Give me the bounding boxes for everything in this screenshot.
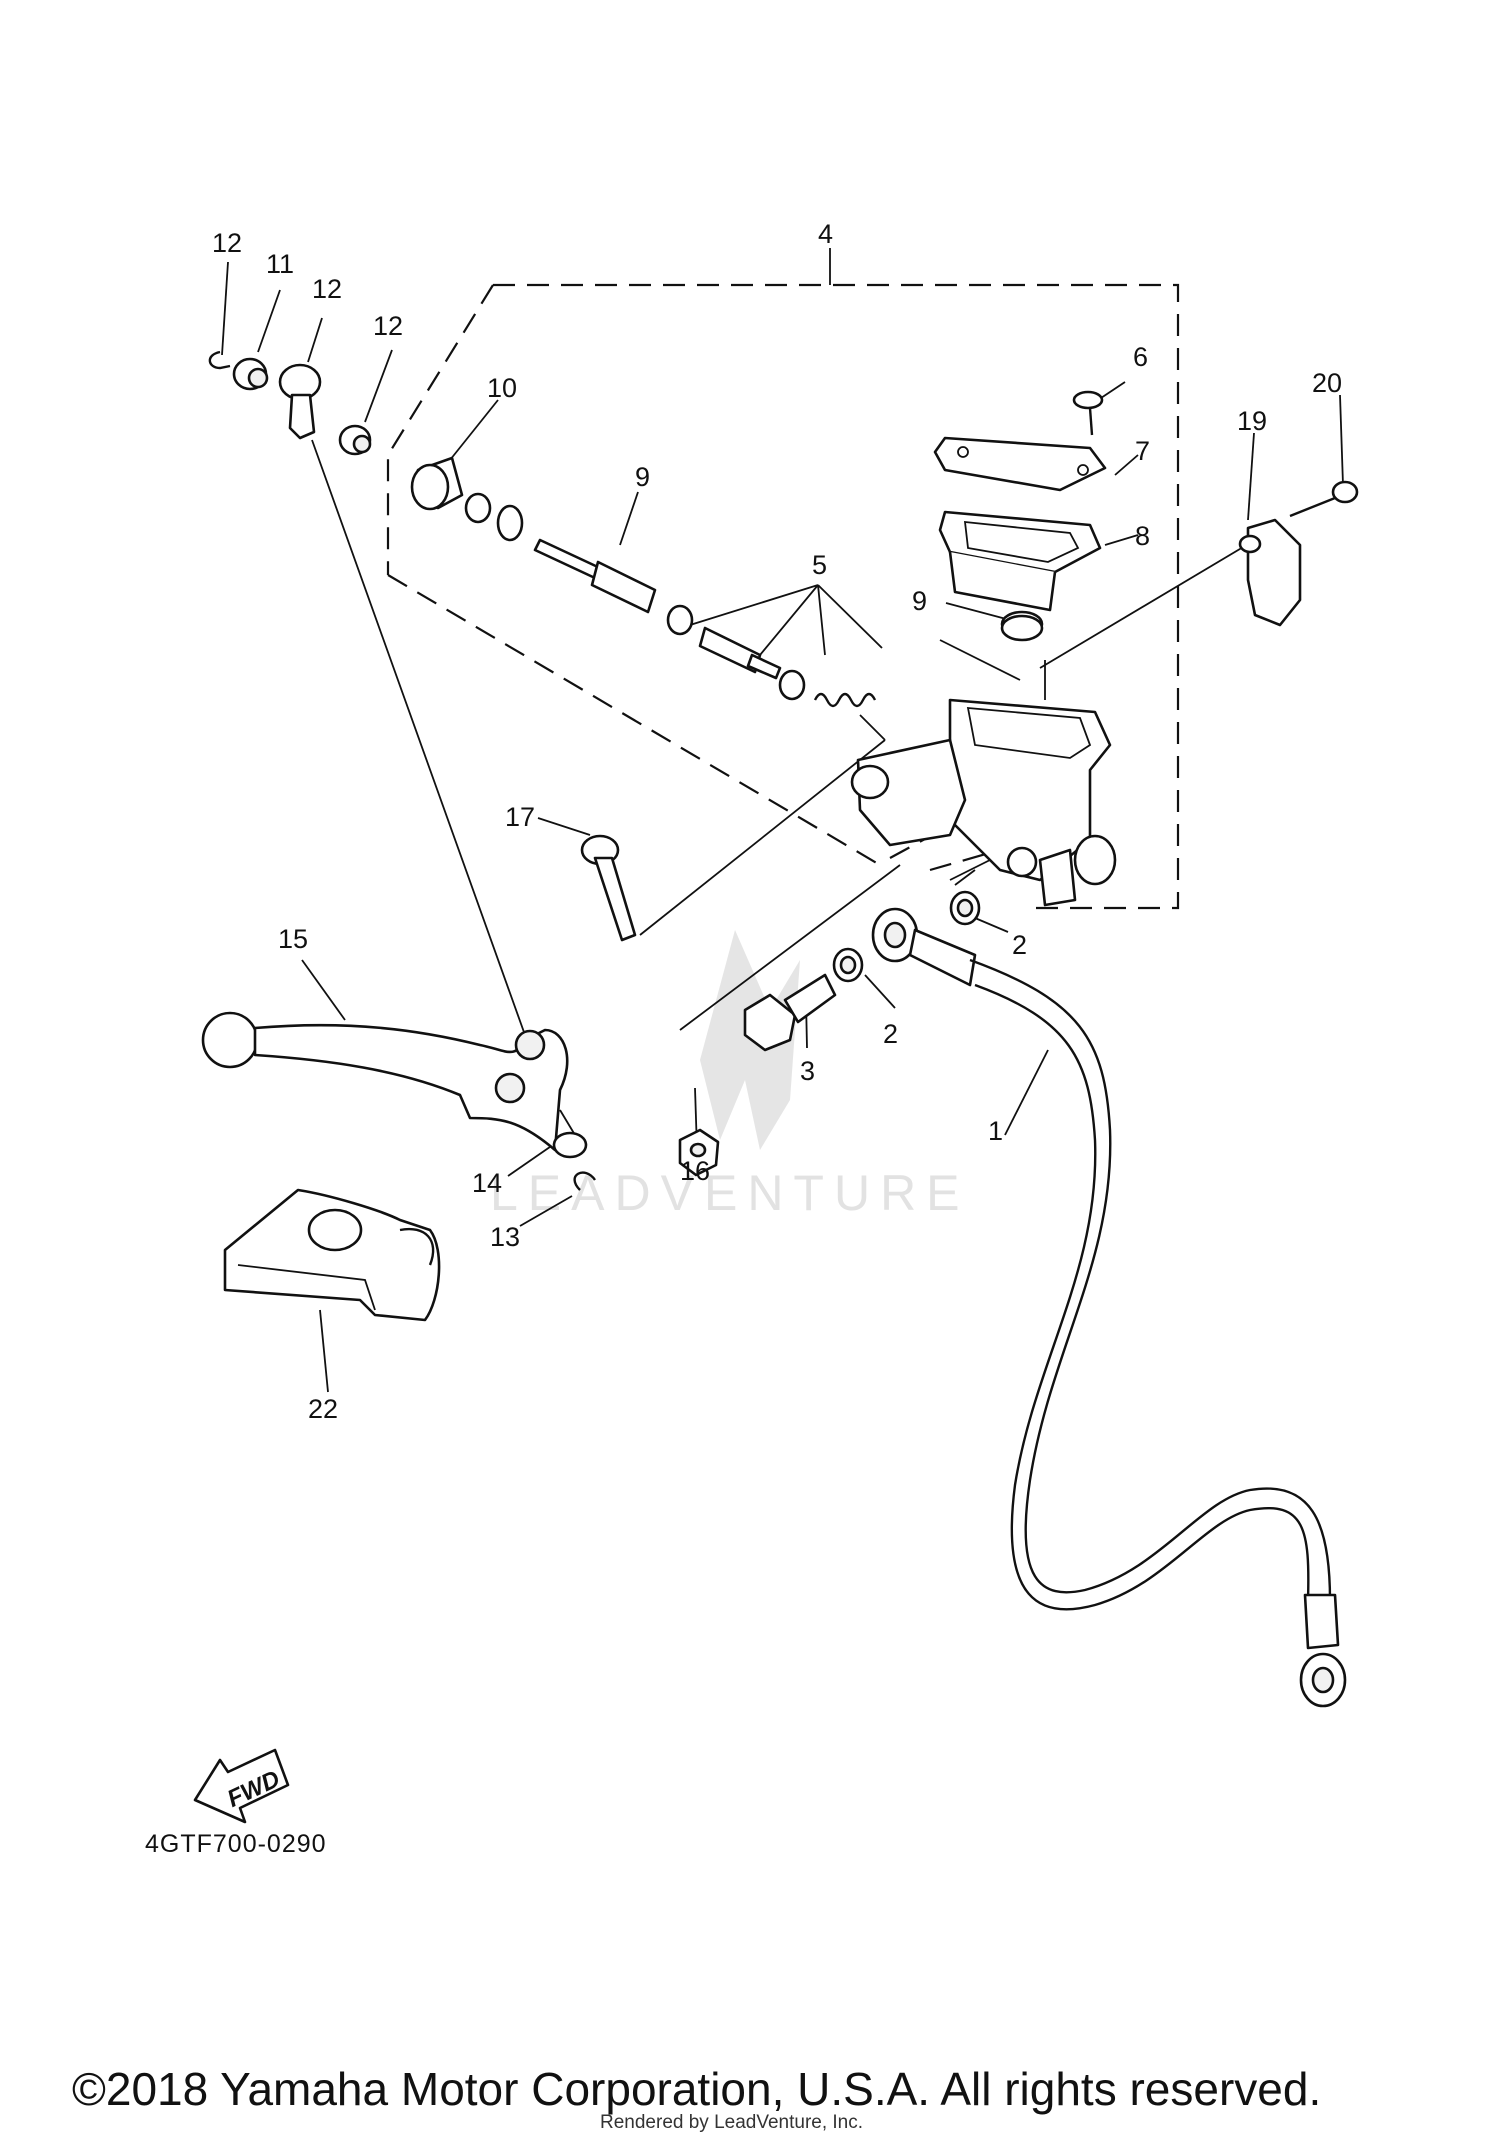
diagram-code: 4GTF700-0290 (145, 1830, 327, 1858)
part-14-clip (208, 350, 231, 370)
callout-4: 4 (818, 219, 833, 249)
part-22-lever-cover (223, 1188, 441, 1322)
callout-13: 12 (312, 274, 342, 304)
part-2-washer-2 (832, 947, 864, 983)
callout-6: 6 (1133, 342, 1148, 372)
callouts: 4 12 11 12 12 10 9 5 6 7 8 9 19 20 17 2 … (212, 219, 1342, 1424)
callout-9: 9 (912, 586, 927, 616)
part-19-bolt (580, 834, 637, 942)
master-cylinder-body (850, 698, 1117, 907)
part-18-nut (678, 1128, 720, 1177)
part-12-nut (232, 357, 269, 391)
part-16-washer (552, 1131, 588, 1159)
part-17-lever (201, 1011, 569, 1152)
part-7-reservoir-cap (933, 436, 1107, 492)
callout-14: 12 (212, 228, 242, 258)
part-3-union-bolt (743, 973, 837, 1052)
part-12-nut-2 (338, 424, 372, 456)
callout-5: 5 (812, 550, 827, 580)
callout-7: 7 (1135, 436, 1150, 466)
callout-20: 19 (1237, 406, 1267, 436)
part-15-circlip (573, 1171, 596, 1191)
watermark-text: LEADVENTURE (490, 1165, 970, 1221)
part-6-screw (1072, 390, 1104, 436)
callout-10: 9 (635, 462, 650, 492)
callout-12: 11 (266, 249, 294, 279)
part-13-pivot-bolt (278, 363, 322, 440)
rendered-by-note: Rendered by LeadVenture, Inc. (600, 2112, 863, 2133)
part-21-bolt (1289, 480, 1359, 518)
callout-18: 16 (680, 1156, 710, 1186)
callout-8: 8 (1135, 521, 1150, 551)
callout-11: 10 (487, 373, 517, 403)
callout-17: 15 (278, 924, 308, 954)
callout-2: 2 (1012, 930, 1027, 960)
callout-19: 17 (505, 802, 535, 832)
part-2-washer (949, 890, 981, 926)
part-5-piston-kit (666, 604, 877, 708)
callout-2-b: 2 (883, 1019, 898, 1049)
callout-12-b: 12 (373, 311, 403, 341)
callout-16: 14 (472, 1168, 502, 1198)
part-8-diaphragm (938, 510, 1102, 612)
part-9-gasket (1000, 610, 1044, 642)
part-1-brake-hose (871, 907, 1347, 1708)
callout-15: 13 (490, 1222, 520, 1252)
callout-22: 22 (308, 1394, 338, 1424)
part-20-clamp (1238, 518, 1302, 627)
part-11-boot (410, 456, 524, 542)
callout-3: 3 (800, 1056, 815, 1086)
part-10-push-rod (533, 538, 657, 614)
callout-21: 20 (1312, 368, 1342, 398)
copyright-notice: ©2018 Yamaha Motor Corporation, U.S.A. A… (72, 2063, 1321, 2115)
fwd-arrow: FWD (193, 1748, 290, 1824)
callout-1: 1 (988, 1116, 1003, 1146)
